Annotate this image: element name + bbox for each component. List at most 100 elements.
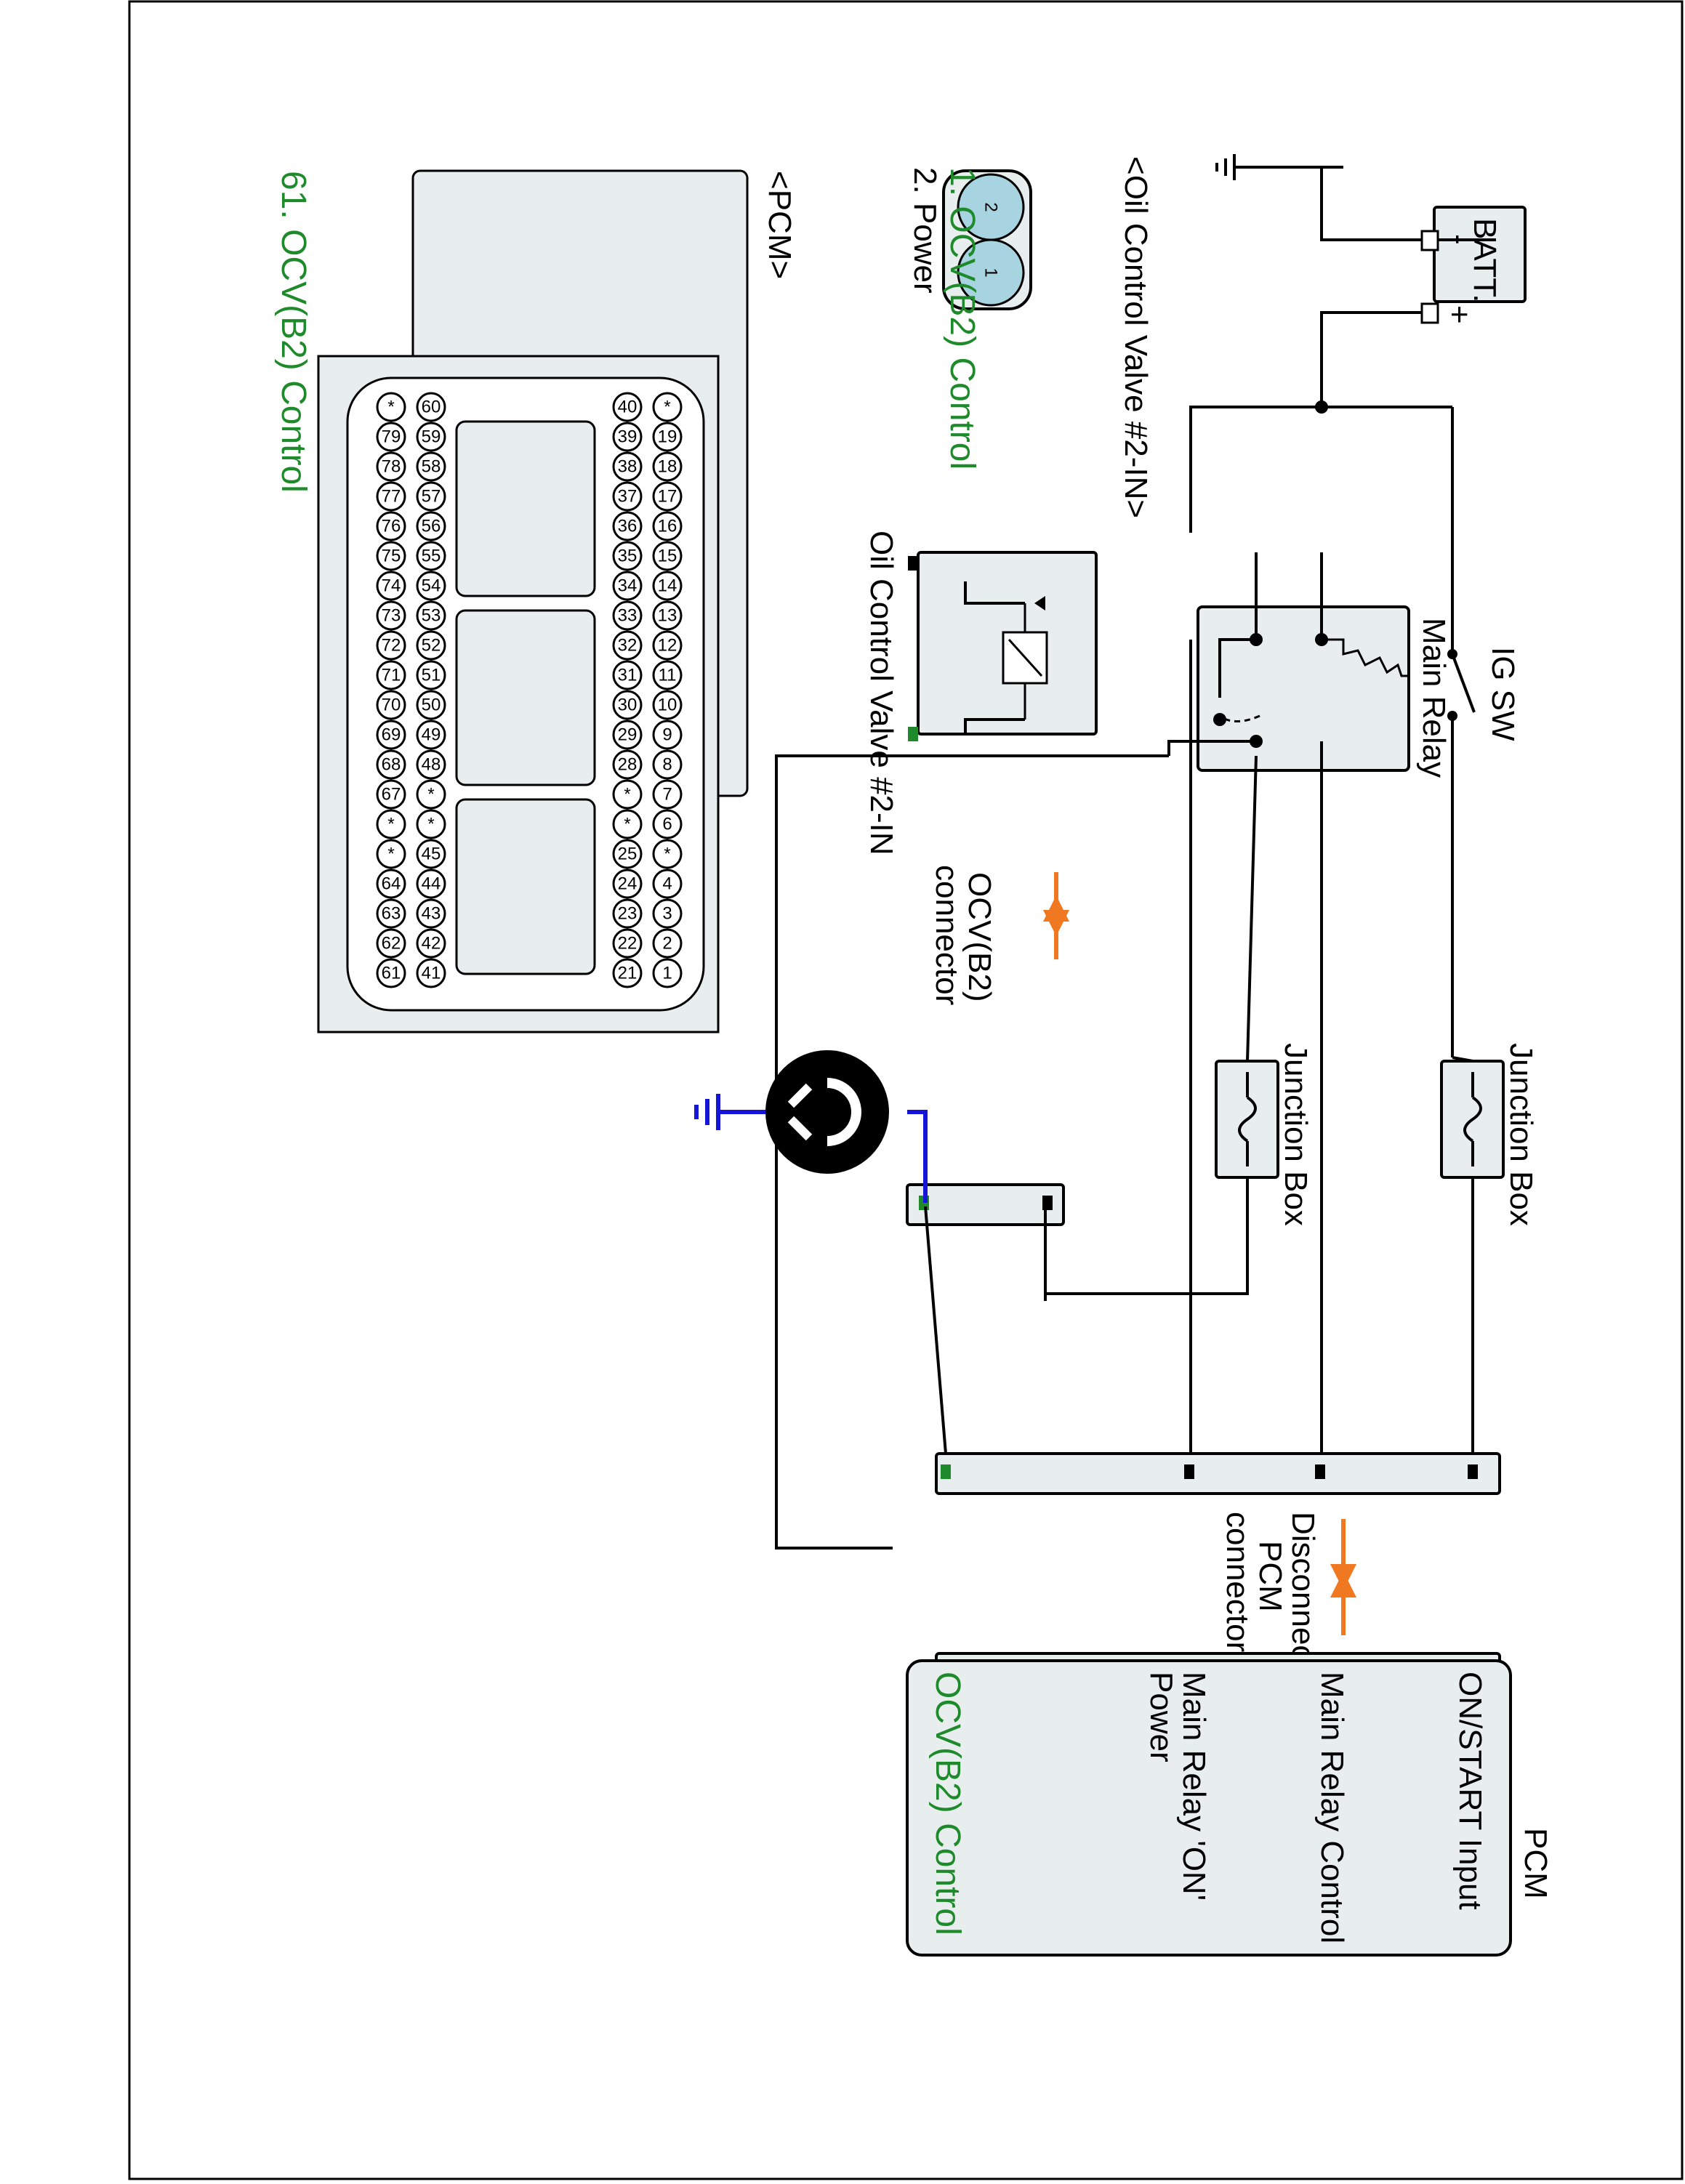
pcm-pin-circle <box>652 869 683 899</box>
pcm-pin-label: 73 <box>382 606 401 626</box>
pcm-pin-circle <box>416 541 446 571</box>
pcm-pin-circle <box>652 511 683 541</box>
pcm-pin-circle <box>652 481 683 512</box>
pcm-pin-circle <box>416 898 446 929</box>
pcm-pin-label: 10 <box>658 696 677 715</box>
pcm-disconnect-arrow: Disconnect PCM connector <box>1220 1512 1356 1670</box>
ocv-pin-2-desc: 2. Power <box>907 167 943 294</box>
pcm-pin-label: * <box>387 815 394 834</box>
pcm-pin-circle <box>612 600 643 631</box>
pcm-pin-circle <box>416 720 446 750</box>
oil-control-valve: Oil Control Valve #2-IN <box>864 531 1098 855</box>
pcm-pin-label: 6 <box>662 815 672 834</box>
pcm-pin-label: 36 <box>618 517 638 536</box>
pcm-pin-circle <box>416 571 446 601</box>
pcm-pin-circle <box>612 630 643 661</box>
pcm-pin-circle <box>612 809 643 839</box>
pcm-input-3a: Main Relay 'ON' <box>1176 1672 1212 1901</box>
pcm-pin-circle <box>416 869 446 899</box>
pcm-pin-circle <box>612 392 643 422</box>
pcm-pin-label: 17 <box>658 487 677 507</box>
pcm-pin-label: 60 <box>422 398 441 417</box>
pcm-connector-face: <PCM> *191817161514131211109876*43214039… <box>274 169 797 1033</box>
pcm-pin-label: 51 <box>422 666 441 685</box>
pcm-pin-label: 61 <box>382 964 401 983</box>
pcm-pin-circle <box>416 511 446 541</box>
pcm-pin-label: 57 <box>422 487 441 507</box>
pcm-pin-circle <box>652 422 683 452</box>
pcm-pin-circle <box>376 451 406 482</box>
pcm-pin-circle <box>376 541 406 571</box>
batt-plus-label: + <box>1441 305 1477 324</box>
pcm-pin-label: 21 <box>618 964 638 983</box>
pcm-pin-label: 53 <box>422 606 441 626</box>
pcm-pin-circle <box>416 928 446 959</box>
pcm-pin-label: 31 <box>618 666 638 685</box>
pcm-pin-label: 56 <box>422 517 441 536</box>
pcm-pin-label: 64 <box>382 874 401 894</box>
pcm-pin-label: * <box>427 815 434 834</box>
pcm-pin-circle <box>416 600 446 631</box>
ocv-connector-arrow: OCV(B2) connector <box>929 865 1069 1005</box>
pcm-pin-label: 77 <box>382 487 401 507</box>
pcm-pin-circle <box>376 690 406 720</box>
pcm-pin-label: 41 <box>422 964 441 983</box>
pcm-pin-label: * <box>664 845 670 864</box>
battery: BATT. - + <box>1320 166 1527 324</box>
ground-point <box>694 1050 889 1174</box>
pcm-pin-circle <box>376 839 406 869</box>
pcm-pin-circle <box>612 720 643 750</box>
pcm-pin-circle <box>652 571 683 601</box>
pcm-pin-circle <box>416 451 446 482</box>
pcm-pin-grid: *191817161514131211109876*43214039383736… <box>376 392 683 988</box>
pcm-pin-circle <box>376 869 406 899</box>
main-relay: Main Relay <box>1167 552 1452 778</box>
pcm-pin-label: 15 <box>658 547 677 566</box>
pcm-input-2: Main Relay Control <box>1314 1672 1350 1943</box>
ocv-component-label: Oil Control Valve #2-IN <box>864 531 899 855</box>
pcm-pin-label: 50 <box>422 696 441 715</box>
pcm-pin-label: 55 <box>422 547 441 566</box>
pcm-pin-label: 58 <box>422 457 441 477</box>
pcm-pin-label: 75 <box>382 547 401 566</box>
pcm-pin-label: 13 <box>658 606 677 626</box>
pcm-pin-label: 8 <box>662 755 672 775</box>
pcm-pin-circle <box>612 958 643 988</box>
pcm-pin-label: * <box>624 785 630 805</box>
pcm-pin-label: 62 <box>382 934 401 954</box>
pcm-pin-label: 16 <box>658 517 677 536</box>
ocv-pin-1-desc: 1. OCV(B2) Control <box>943 167 981 470</box>
junction-box-1-label: Junction Box <box>1503 1043 1539 1226</box>
pcm-pin-circle <box>416 630 446 661</box>
pcm-pin-label: 11 <box>659 666 677 685</box>
pcm-pin-label: 74 <box>382 576 401 596</box>
pcm-pin-circle <box>376 958 406 988</box>
pcm-connector-slot <box>455 609 596 786</box>
pcm-pin-label: 14 <box>658 576 677 596</box>
pcm-pin-circle <box>612 660 643 690</box>
pcm-pin-label: 22 <box>618 934 638 954</box>
pcm-pin-circle <box>652 541 683 571</box>
pcm-pin-label: * <box>427 785 434 805</box>
pcm-pin-label: 38 <box>618 457 638 477</box>
pcm-pin-label: 42 <box>422 934 441 954</box>
main-relay-label: Main Relay <box>1416 618 1452 778</box>
pcm-pin-label: 1 <box>662 964 672 983</box>
pcm-pin-label: 39 <box>618 427 638 447</box>
pcm-pin-label: 63 <box>382 904 401 924</box>
pcm-pin-label: 37 <box>618 487 638 507</box>
pcm-input-1: ON/START Input <box>1452 1672 1488 1910</box>
pcm-input-3b: Power <box>1143 1672 1179 1762</box>
pcm-pin-label: 35 <box>618 547 638 566</box>
pcm-pin-label: 54 <box>422 576 441 596</box>
page-frame <box>128 0 1684 2180</box>
pcm-pin-circle <box>376 422 406 452</box>
junction-box-1: Junction Box <box>1440 1043 1539 1226</box>
ocv-conn-label-1: OCV(B2) <box>962 872 997 1002</box>
pcm-pin-circle <box>652 720 683 750</box>
pcm-pin-circle <box>376 928 406 959</box>
pcm-pin-circle <box>612 928 643 959</box>
ig-sw-label: IG SW <box>1485 647 1521 741</box>
pcm-module: PCM ON/START Input Main Relay Control Ma… <box>906 1652 1553 1957</box>
pcm-pin-circle <box>652 451 683 482</box>
